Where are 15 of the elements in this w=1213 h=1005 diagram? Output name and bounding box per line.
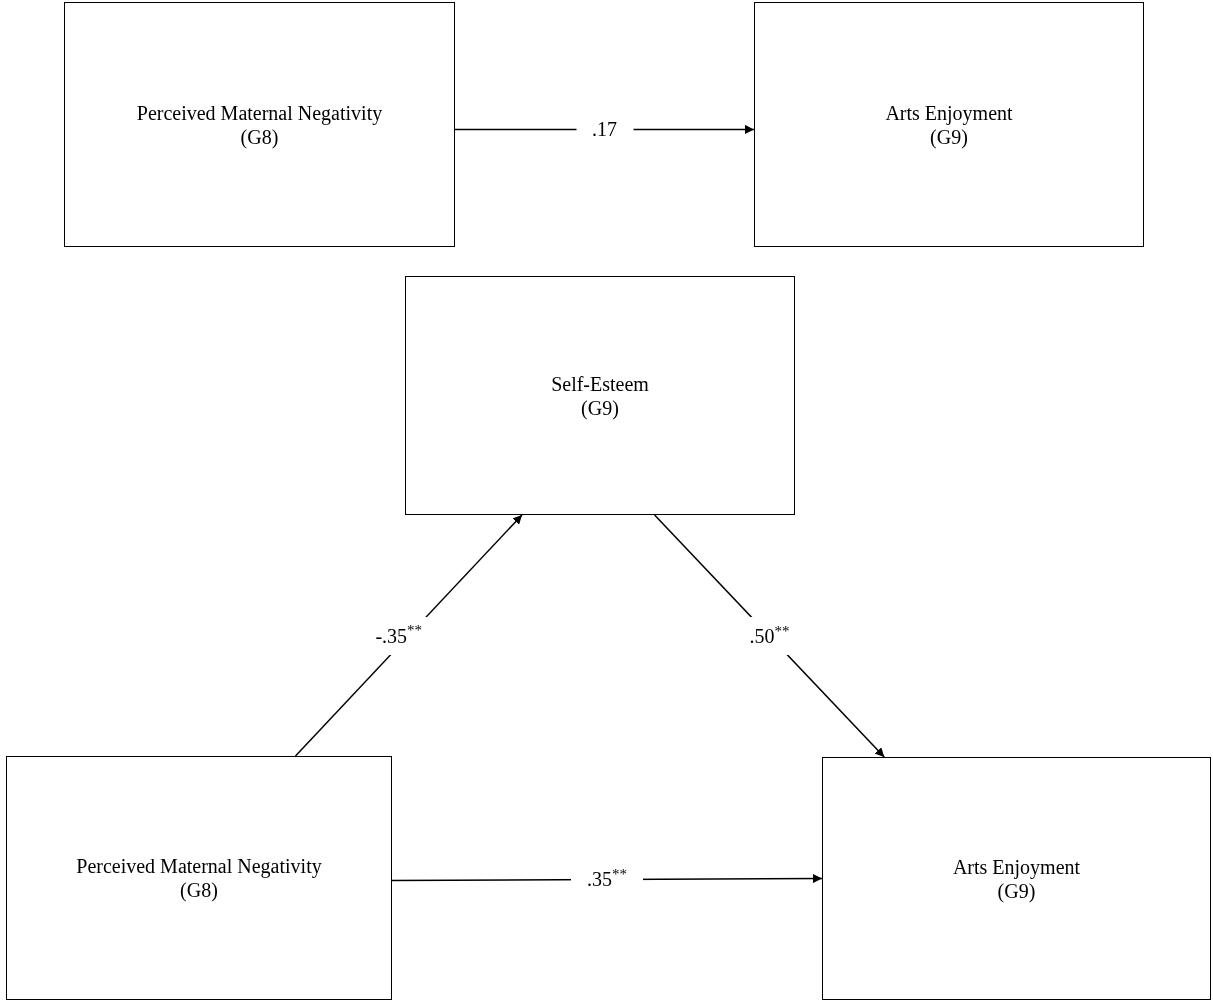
wave-label: (G9) <box>581 395 619 420</box>
variable-box <box>754 2 1144 247</box>
variable-box <box>6 756 392 1000</box>
variable-name: Arts Enjoyment <box>885 100 1013 125</box>
variable-name: Self-Esteem <box>551 371 649 396</box>
variable-name: Arts Enjoyment <box>952 854 1081 879</box>
variable-name: Perceived Maternal Negativity <box>136 100 383 125</box>
variable-box <box>822 757 1211 1000</box>
wave-label: (G8) <box>240 124 279 149</box>
wave-label: (G9) <box>997 879 1036 903</box>
wave-label: (G9) <box>930 125 968 149</box>
variable-name: Perceived Maternal Negativity <box>76 854 322 878</box>
wave-label: (G8) <box>180 878 218 902</box>
variable-box <box>405 276 795 515</box>
variable-box <box>64 2 455 247</box>
